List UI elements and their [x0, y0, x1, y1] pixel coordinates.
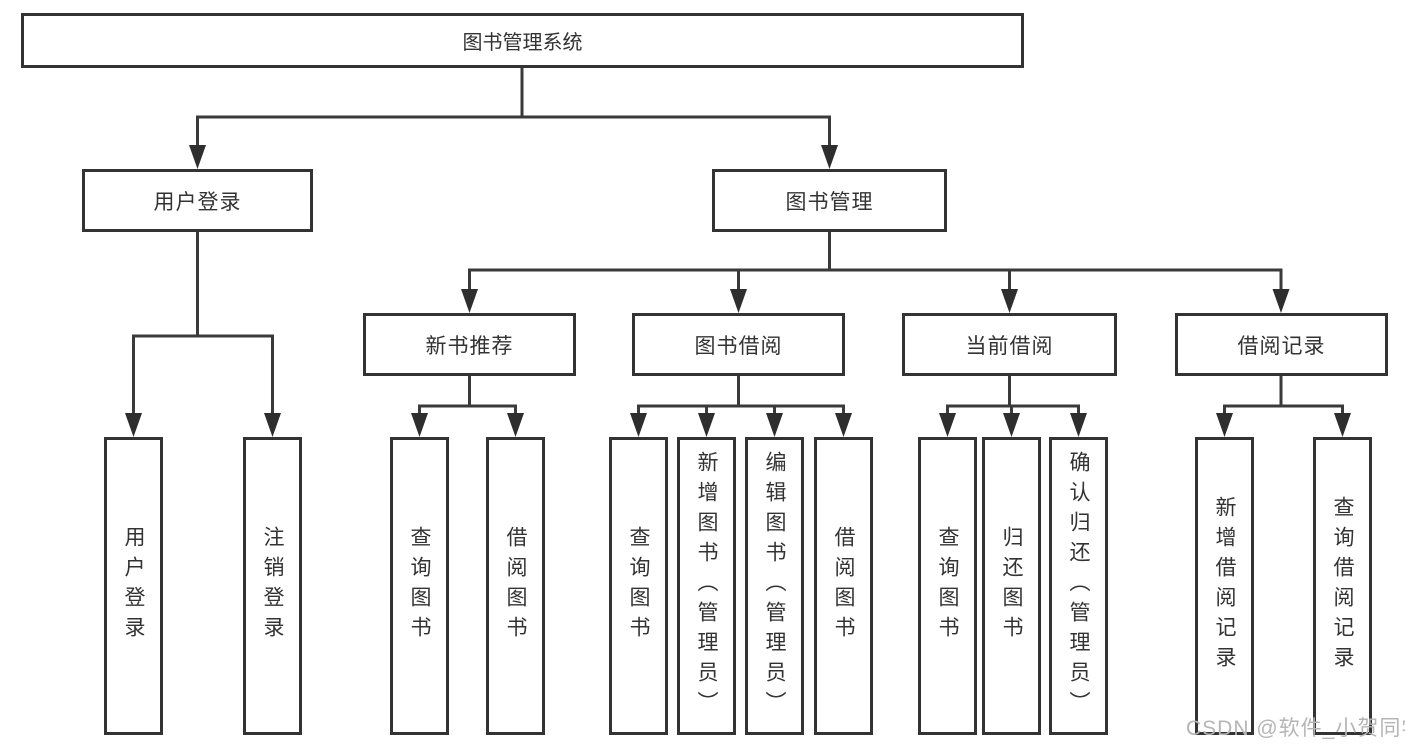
node-root-label: 图书管理系统 — [462, 32, 583, 54]
leaf-user-login-label: 用户登录 — [122, 526, 145, 646]
leaf-query-book-recommend: 查询图书 — [390, 437, 449, 735]
leaf-logout-label: 注销登录 — [261, 526, 284, 646]
node-user-login-label: 用户登录 — [153, 190, 242, 214]
leaf-borrow-book-recommend: 借阅图书 — [486, 437, 545, 735]
leaf-add-book-admin-label: 新增图书（管理员） — [695, 451, 718, 721]
leaf-edit-book-admin: 编辑图书（管理员） — [745, 437, 804, 735]
node-borrow-record: 借阅记录 — [1175, 313, 1388, 376]
leaf-query-book-current-label: 查询图书 — [936, 526, 959, 646]
leaf-confirm-return-admin: 确认归还（管理员） — [1049, 437, 1108, 735]
node-user-login: 用户登录 — [82, 169, 313, 232]
leaf-user-login: 用户登录 — [104, 437, 163, 735]
leaf-add-book-admin: 新增图书（管理员） — [677, 437, 736, 735]
node-borrow-record-label: 借阅记录 — [1237, 334, 1326, 358]
leaf-query-borrow-record-label: 查询借阅记录 — [1331, 496, 1354, 676]
node-new-book-recommend-label: 新书推荐 — [425, 334, 514, 358]
node-book-management: 图书管理 — [712, 169, 947, 232]
node-new-book-recommend: 新书推荐 — [363, 313, 576, 376]
leaf-borrow-book: 借阅图书 — [814, 437, 873, 735]
leaf-query-borrow-record: 查询借阅记录 — [1313, 437, 1372, 735]
leaf-add-borrow-record-label: 新增借阅记录 — [1213, 496, 1236, 676]
node-book-management-label: 图书管理 — [785, 190, 874, 214]
leaf-logout: 注销登录 — [243, 437, 302, 735]
leaf-query-book-borrow-label: 查询图书 — [627, 526, 650, 646]
node-book-borrow: 图书借阅 — [632, 313, 845, 376]
leaf-query-book-current: 查询图书 — [918, 437, 977, 735]
leaf-query-book-borrow: 查询图书 — [609, 437, 668, 735]
leaf-return-book: 归还图书 — [982, 437, 1041, 735]
node-current-borrow-label: 当前借阅 — [965, 334, 1054, 358]
leaf-confirm-return-admin-label: 确认归还（管理员） — [1067, 451, 1090, 721]
leaf-borrow-book-recommend-label: 借阅图书 — [504, 526, 527, 646]
leaf-query-book-recommend-label: 查询图书 — [408, 526, 431, 646]
node-book-borrow-label: 图书借阅 — [694, 334, 783, 358]
csdn-watermark: CSDN @软件_小贺同学 — [1186, 717, 1405, 740]
leaf-borrow-book-label: 借阅图书 — [832, 526, 855, 646]
leaf-edit-book-admin-label: 编辑图书（管理员） — [763, 451, 786, 721]
node-current-borrow: 当前借阅 — [902, 313, 1117, 376]
leaf-add-borrow-record: 新增借阅记录 — [1195, 437, 1254, 735]
node-root: 图书管理系统 — [21, 13, 1024, 68]
leaf-return-book-label: 归还图书 — [1000, 526, 1023, 646]
